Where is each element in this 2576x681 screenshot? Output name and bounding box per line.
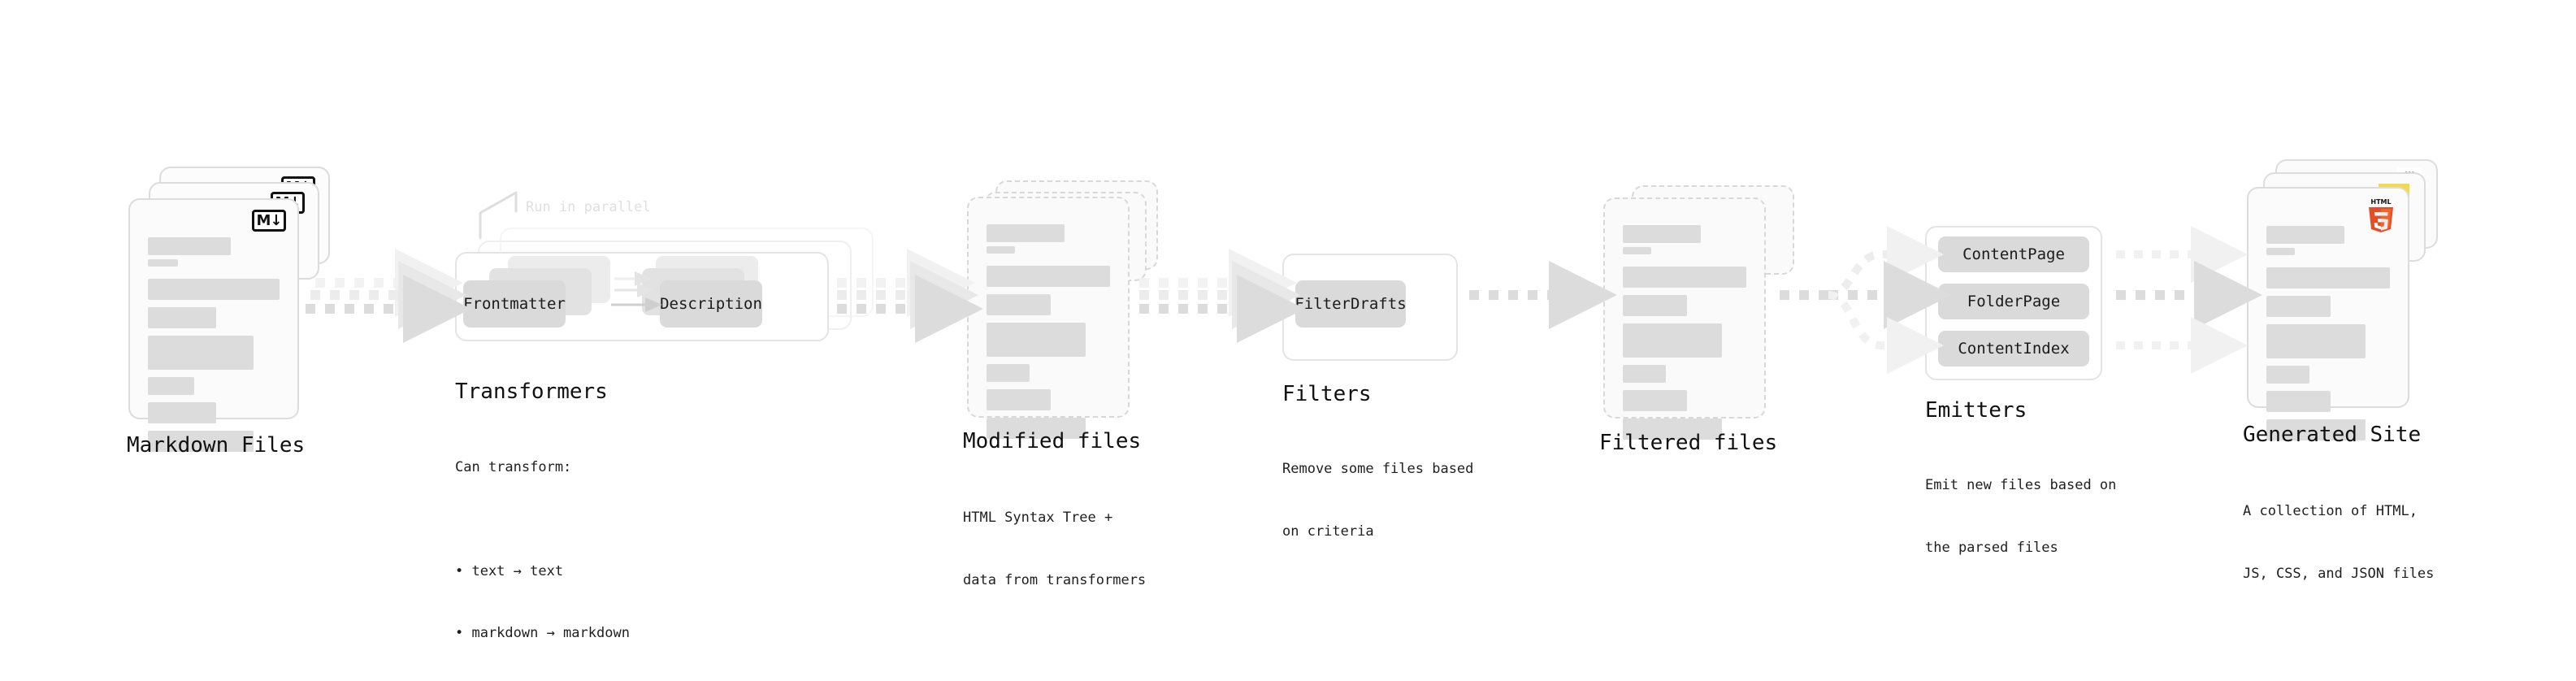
transformers-desc-lead: Can transform: [455, 459, 572, 475]
transformers-annotation: Run in parallel [526, 199, 651, 215]
transformers-bullet-1: • markdown → markdown [455, 625, 630, 641]
stage-title-filtered-files: Filtered files [1599, 431, 1778, 455]
content-bar [2266, 366, 2310, 384]
transformer-chip-description[interactable]: Description [660, 280, 762, 327]
emitters-desc-line-0: Emit new files based on [1925, 477, 2117, 493]
filters-desc-line-1: on criteria [1282, 523, 1374, 540]
markdown-card-front: M↓ [128, 198, 299, 452]
content-bar [987, 364, 1030, 382]
arrow-modified-to-filters [1139, 249, 1305, 343]
content-bar [987, 294, 1052, 315]
modified-card-front [967, 197, 1130, 439]
content-bar [1623, 390, 1688, 411]
html5-icon: HTML [2366, 197, 2396, 234]
stage-title-filters: Filters [1282, 382, 1372, 406]
stage-title-markdown-files: Markdown Files [127, 433, 306, 458]
markdown-card-content [148, 237, 280, 459]
content-bar [148, 377, 194, 395]
content-bar [2266, 248, 2295, 255]
content-bar [1623, 419, 1722, 440]
content-bar [148, 336, 254, 370]
modified-desc-line-1: data from transformers [963, 571, 1147, 588]
emitter-chip-folderpage[interactable]: FolderPage [1938, 284, 2089, 319]
filters-desc-line-0: Remove some files based [1282, 461, 1474, 477]
transformer-chip-frontmatter[interactable]: Frontmatter [463, 280, 566, 327]
filtered-card-front [1603, 197, 1766, 440]
modified-desc-line-0: HTML Syntax Tree + [963, 510, 1113, 526]
content-bar [148, 279, 280, 300]
transformers-bullet-0: • text → text [455, 562, 564, 579]
stage-title-emitters: Emitters [1925, 398, 2027, 423]
content-bar [987, 418, 1086, 439]
content-bar [1623, 225, 1701, 243]
content-bar [148, 259, 179, 267]
content-bar [2266, 296, 2331, 317]
content-bar [148, 402, 217, 423]
content-bar [148, 237, 232, 255]
stage-desc-filters: Remove some files based on criteria [1282, 418, 1473, 583]
generated-desc-line-0: A collection of HTML, [2243, 503, 2418, 519]
emitter-chip-contentpage[interactable]: ContentPage [1938, 236, 2089, 272]
content-bar [1623, 365, 1667, 383]
content-bar [1623, 295, 1688, 316]
content-bar [2266, 226, 2344, 244]
stage-title-generated-site: Generated Site [2243, 423, 2422, 447]
arrow-emitters-to-generated [2116, 226, 2262, 374]
filtered-card-content [1623, 225, 1746, 447]
content-bar [2266, 391, 2331, 412]
svg-text:HTML: HTML [2370, 198, 2391, 206]
generated-desc-line-1: JS, CSS, and JSON files [2243, 565, 2435, 582]
stage-title-transformers: Transformers [455, 380, 608, 404]
content-bar [148, 307, 217, 328]
generated-card-front: HTML [2247, 187, 2409, 440]
content-bar [1623, 323, 1722, 358]
filter-chip-filterdrafts[interactable]: FilterDrafts [1295, 280, 1407, 327]
stage-title-modified-files: Modified files [963, 429, 1142, 453]
content-bar [987, 389, 1052, 410]
markdown-icon: M↓ [252, 210, 286, 232]
content-bar [987, 266, 1110, 287]
content-bar [987, 323, 1086, 357]
modified-card-content [987, 224, 1110, 446]
content-bar [2266, 267, 2390, 288]
stage-desc-transformers: Can transform: • text → text • markdown … [455, 416, 630, 681]
content-bar [987, 224, 1065, 242]
stage-desc-modified-files: HTML Syntax Tree + data from transformer… [963, 466, 1146, 632]
transformers-bullets: • text → text • markdown → markdown • ht… [455, 520, 630, 681]
stage-desc-emitters: Emit new files based on the parsed files [1925, 434, 2116, 600]
content-bar [148, 431, 254, 452]
content-bar [2266, 419, 2366, 440]
content-bar [1623, 247, 1651, 254]
content-bar [1623, 267, 1746, 288]
emitters-desc-line-1: the parsed files [1925, 539, 2058, 556]
stage-desc-generated-site: A collection of HTML, JS, CSS, and JSON … [2243, 460, 2434, 626]
arrow-markdown-to-transformers [306, 249, 471, 343]
content-bar [987, 246, 1015, 254]
generated-card-content [2266, 226, 2390, 448]
arrow-filtered-to-emitters [1780, 226, 1952, 374]
content-bar [2266, 324, 2366, 358]
emitter-chip-contentindex[interactable]: ContentIndex [1938, 331, 2089, 367]
